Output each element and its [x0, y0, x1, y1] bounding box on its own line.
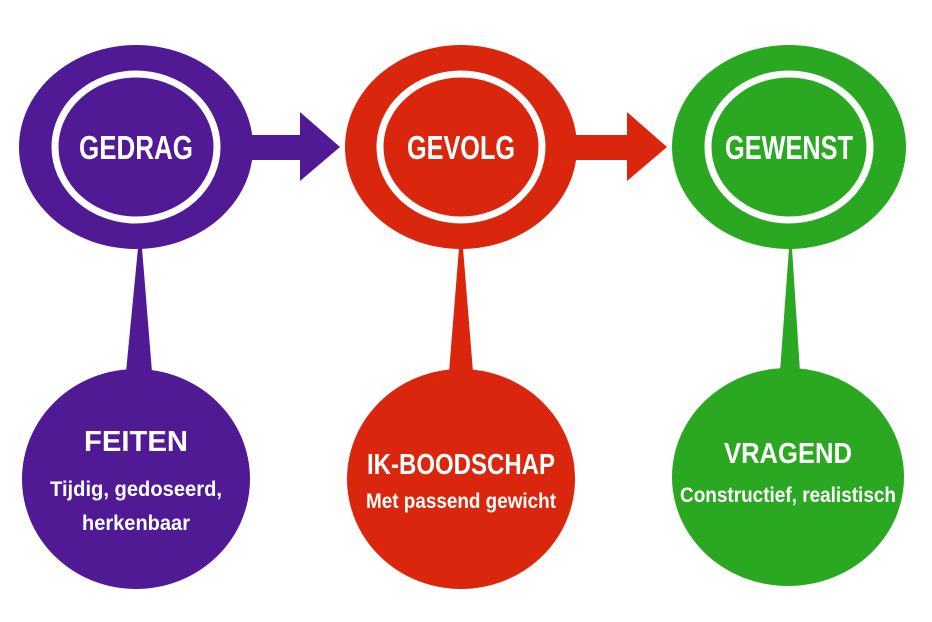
node-subtitle: Met passend gewicht	[366, 490, 556, 513]
arrow-right-icon	[570, 112, 667, 181]
node-vragend: VRAGEND Constructief, realistisch	[672, 368, 904, 586]
node-subtitle: Tijdig, gedoseerd,	[50, 478, 222, 501]
node-title: VRAGEND	[724, 438, 852, 470]
node-feiten: FEITEN Tijdig, gedoseerd, herkenbaar	[22, 369, 250, 589]
node-label: GEDRAG	[79, 129, 193, 166]
connector-stem-green	[780, 248, 800, 372]
node-subtitle: herkenbaar	[82, 512, 190, 535]
node-subtitle: Constructief, realistisch	[680, 484, 896, 507]
connector-stem-purple	[126, 248, 152, 372]
connector-stem-red	[449, 248, 473, 372]
node-gevolg: GEVOLG	[345, 45, 577, 249]
node-title: FEITEN	[84, 426, 188, 458]
node-label: GEWENST	[725, 129, 853, 166]
node-ik-boodschap: IK-BOODSCHAP Met passend gewicht	[347, 369, 575, 589]
arrow-right-icon	[245, 112, 340, 181]
node-gewenst: GEWENST	[672, 45, 906, 249]
node-gedrag: GEDRAG	[19, 45, 253, 249]
node-title: IK-BOODSCHAP	[367, 449, 555, 481]
node-label: GEVOLG	[407, 129, 515, 166]
